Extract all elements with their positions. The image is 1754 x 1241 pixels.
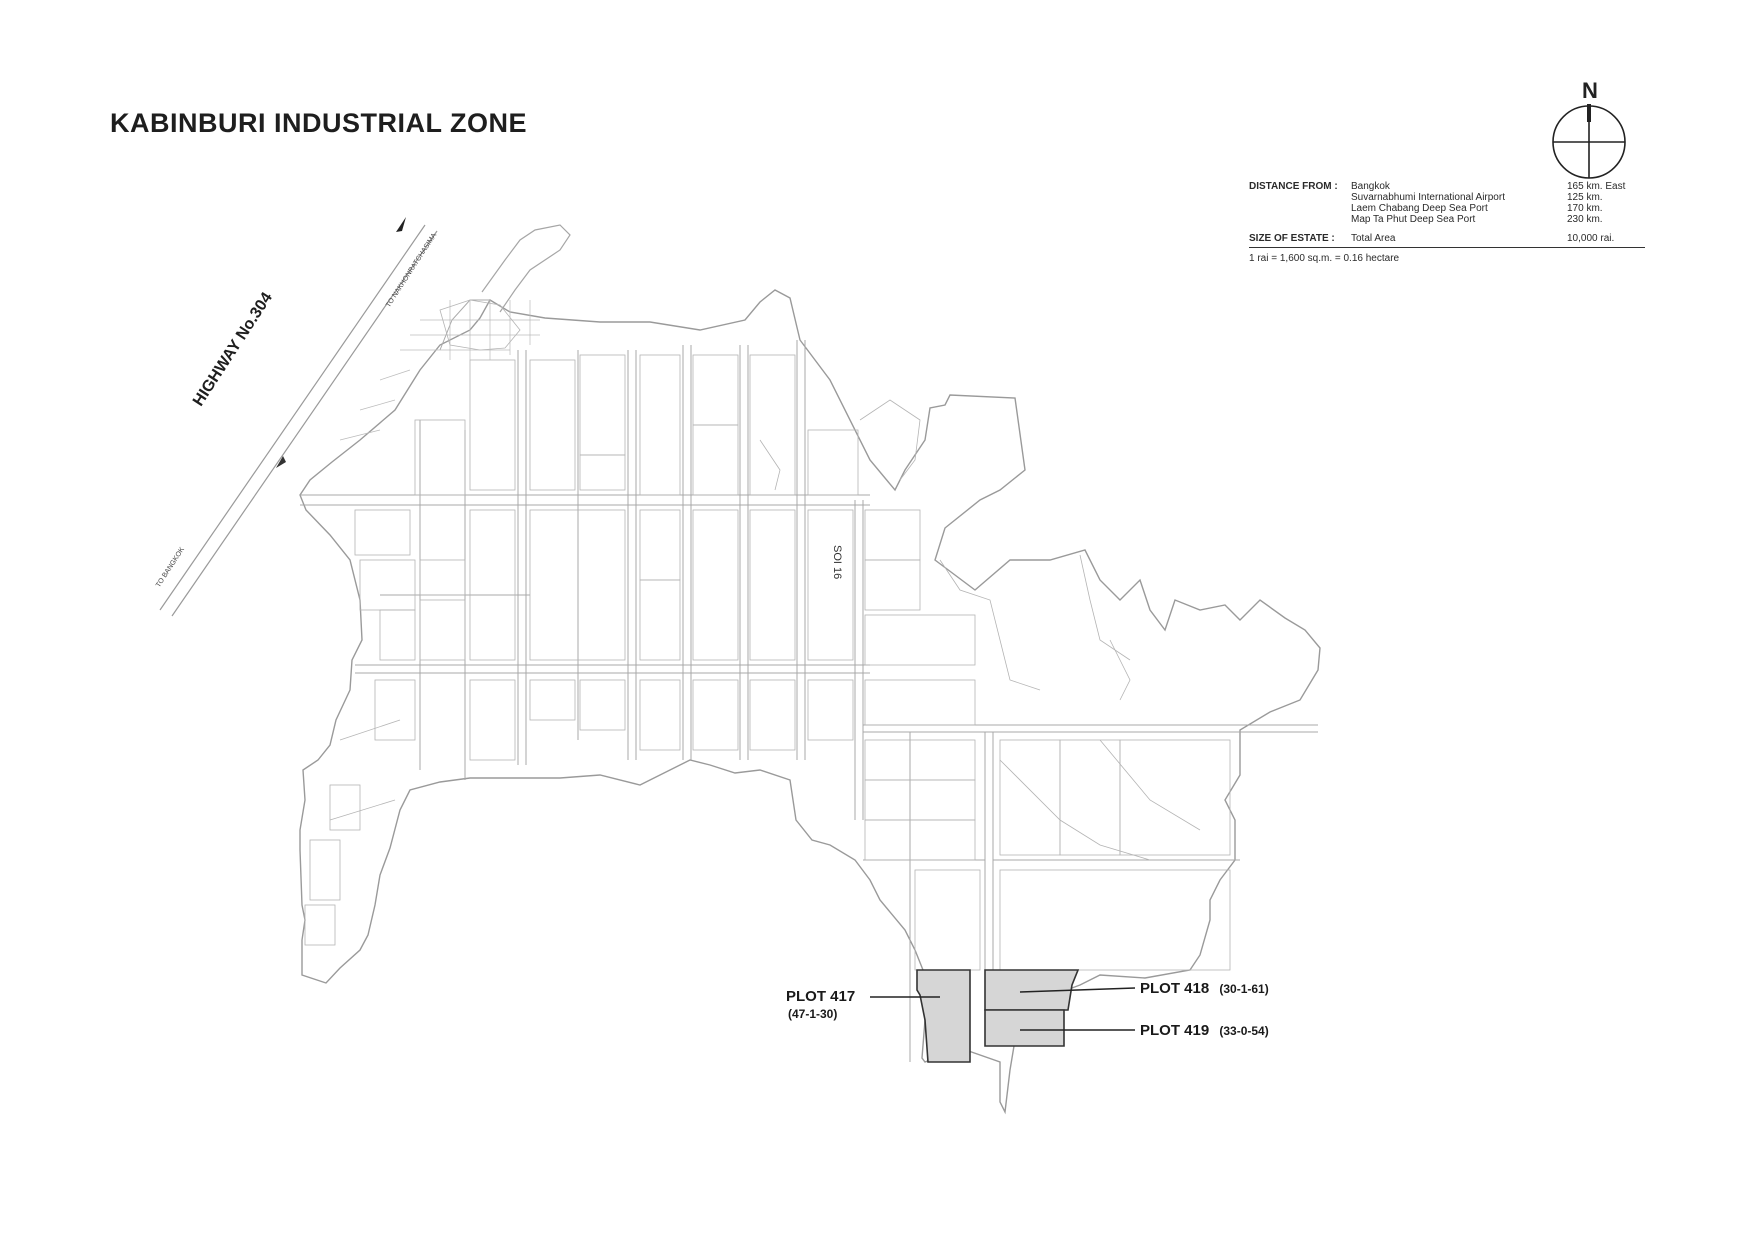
plot-418-area [984,969,1080,1011]
town-grid [339,300,540,441]
plot-419-name: PLOT 419 [1140,1022,1210,1039]
distance-value: 170 km. [1567,203,1603,214]
distance-value: 165 km. East [1567,181,1626,192]
compass-icon [1552,104,1626,179]
highway-marker-icon [276,456,286,468]
plot-419-area-value: (33-0-54) [1219,1024,1269,1038]
plot-417-area [916,969,971,1063]
size-place: Total Area [1351,233,1396,244]
distance-place: Map Ta Phut Deep Sea Port [1351,214,1476,225]
distance-place: Bangkok [1351,181,1390,192]
distance-place: Suvarnabhumi International Airport [1351,192,1505,203]
rai-conversion: 1 rai = 1,600 sq.m. = 0.16 hectare [1249,253,1400,264]
distance-value: 125 km. [1567,192,1603,203]
distance-place: Laem Chabang Deep Sea Port [1351,203,1488,214]
plot-417-area-value: (47-1-30) [788,1007,838,1021]
plot-418-name: PLOT 418 [1140,980,1210,997]
size-value: 10,000 rai. [1567,233,1615,244]
soi-16-label: SOI 16 [831,545,843,580]
north-label: N [1582,78,1598,103]
plot-417-label: PLOT 417 (47-1-30) [786,988,855,1021]
plot-418-area-value: (30-1-61) [1219,982,1269,996]
highway-304 [159,224,438,617]
parcel-lines [304,299,1231,971]
plot-417-name: PLOT 417 [786,988,856,1005]
size-label: SIZE OF ESTATE : [1249,233,1335,244]
info-divider [1249,247,1645,248]
plot-leaders [870,987,1136,1031]
distance-label: DISTANCE FROM : [1249,181,1338,192]
plot-419-area [984,1009,1065,1047]
plot-418-label: PLOT 418 (30-1-61) [1140,980,1269,997]
estate-info: DISTANCE FROM : Bangkok 165 km. East Suv… [1249,181,1647,264]
road-grid [300,340,1318,1062]
page-title: KABINBURI INDUSTRIAL ZONE [110,108,527,138]
direction-arrow-icon [396,217,406,232]
plot-419-label: PLOT 419 (33-0-54) [1140,1022,1269,1039]
distance-value: 230 km. [1567,214,1603,225]
